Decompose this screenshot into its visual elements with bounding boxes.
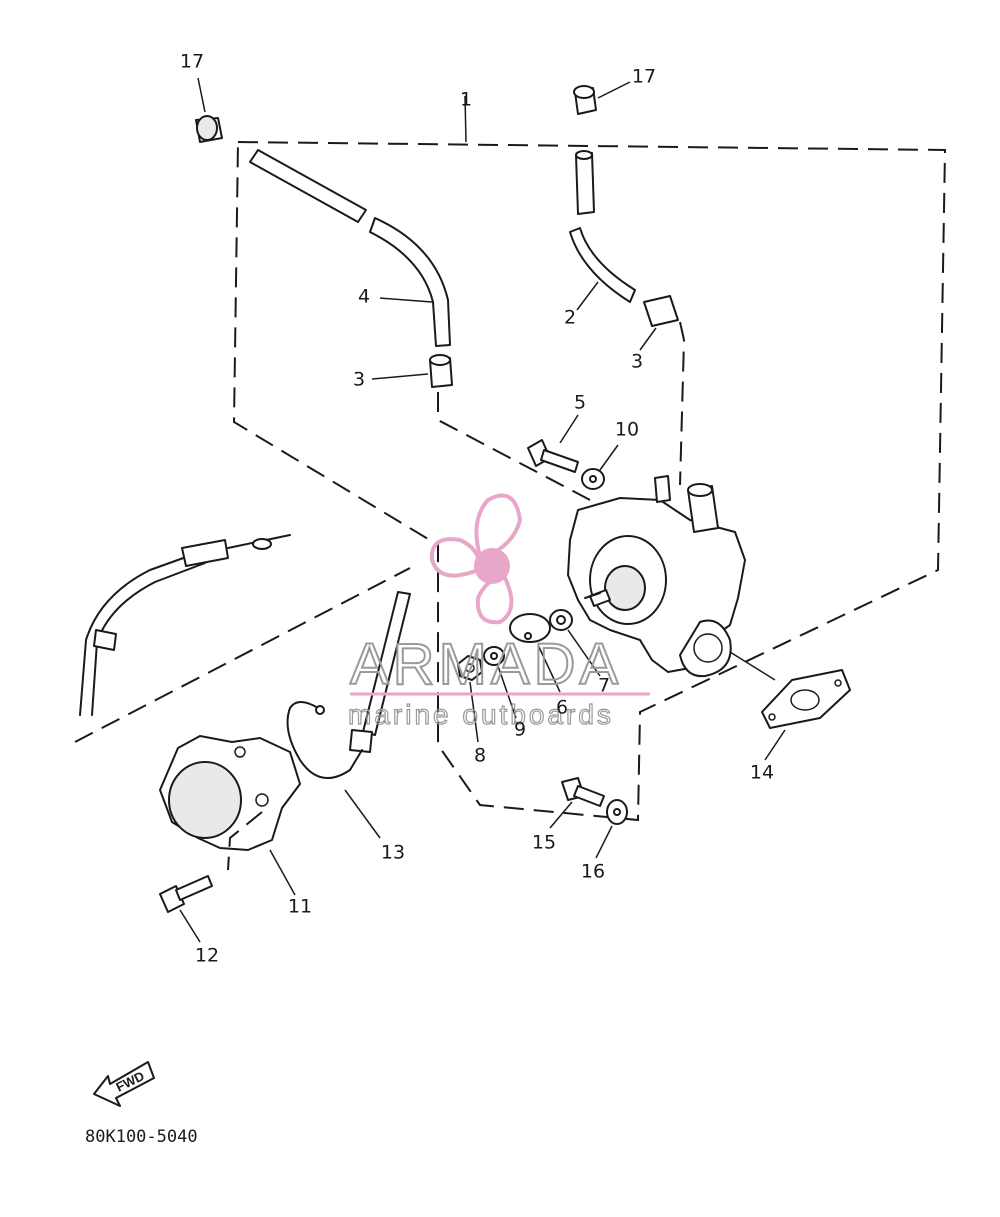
part-8-nut bbox=[457, 655, 483, 743]
label-part-17-right: 17 bbox=[632, 66, 656, 88]
part-13-sensor-lead bbox=[286, 591, 411, 839]
throttle-cable bbox=[79, 534, 291, 716]
label-part-1: 1 bbox=[460, 89, 472, 111]
label-part-8: 8 bbox=[474, 745, 486, 767]
part-3-fitting-left bbox=[371, 354, 591, 501]
propeller-logo bbox=[429, 493, 523, 625]
drawing-code: 80K100-5040 bbox=[85, 1127, 198, 1147]
part-3-fitting-right bbox=[639, 295, 686, 486]
label-part-9: 9 bbox=[514, 719, 526, 741]
label-part-16: 16 bbox=[581, 861, 605, 883]
part-labels: 1 2 3 3 4 5 6 7 8 9 10 11 12 13 14 15 16… bbox=[180, 51, 774, 967]
fwd-arrow-icon: FWD bbox=[93, 1061, 155, 1107]
label-part-6: 6 bbox=[556, 697, 568, 719]
label-part-3-right: 3 bbox=[631, 351, 643, 373]
label-part-3-left: 3 bbox=[353, 369, 365, 391]
label-part-2: 2 bbox=[564, 307, 576, 329]
oil-pump-body bbox=[567, 475, 746, 678]
assembly-boundary bbox=[74, 95, 947, 822]
label-part-17-left: 17 bbox=[180, 51, 204, 73]
label-part-7: 7 bbox=[598, 675, 610, 697]
part-7-washer bbox=[549, 609, 601, 677]
part-17-cap-right bbox=[573, 81, 631, 115]
watermark-subtitle: marine outboards bbox=[348, 699, 614, 730]
label-part-15: 15 bbox=[532, 832, 556, 854]
label-part-4: 4 bbox=[358, 286, 370, 308]
watermark-title: ARMADA bbox=[350, 632, 622, 697]
part-12-bolt bbox=[159, 875, 213, 943]
part-15-bolt bbox=[549, 777, 605, 829]
part-9-washer bbox=[483, 646, 517, 719]
label-part-10: 10 bbox=[615, 419, 639, 441]
part-5-bolt bbox=[527, 414, 579, 473]
part-6-washer bbox=[509, 613, 561, 693]
label-part-14: 14 bbox=[750, 762, 774, 784]
label-part-13: 13 bbox=[381, 842, 405, 864]
part-2-hose bbox=[569, 150, 636, 311]
part-14-gasket bbox=[729, 651, 851, 761]
armada-watermark: ARMADA marine outboards bbox=[347, 493, 650, 731]
part-17-cap-left bbox=[195, 77, 223, 143]
part-4-hose bbox=[249, 149, 451, 347]
label-part-12: 12 bbox=[195, 945, 219, 967]
label-part-5: 5 bbox=[574, 392, 586, 414]
part-10-washer bbox=[581, 444, 619, 490]
label-part-11: 11 bbox=[288, 896, 312, 918]
part-16-washer bbox=[595, 799, 628, 859]
part-11-cover bbox=[159, 735, 301, 896]
